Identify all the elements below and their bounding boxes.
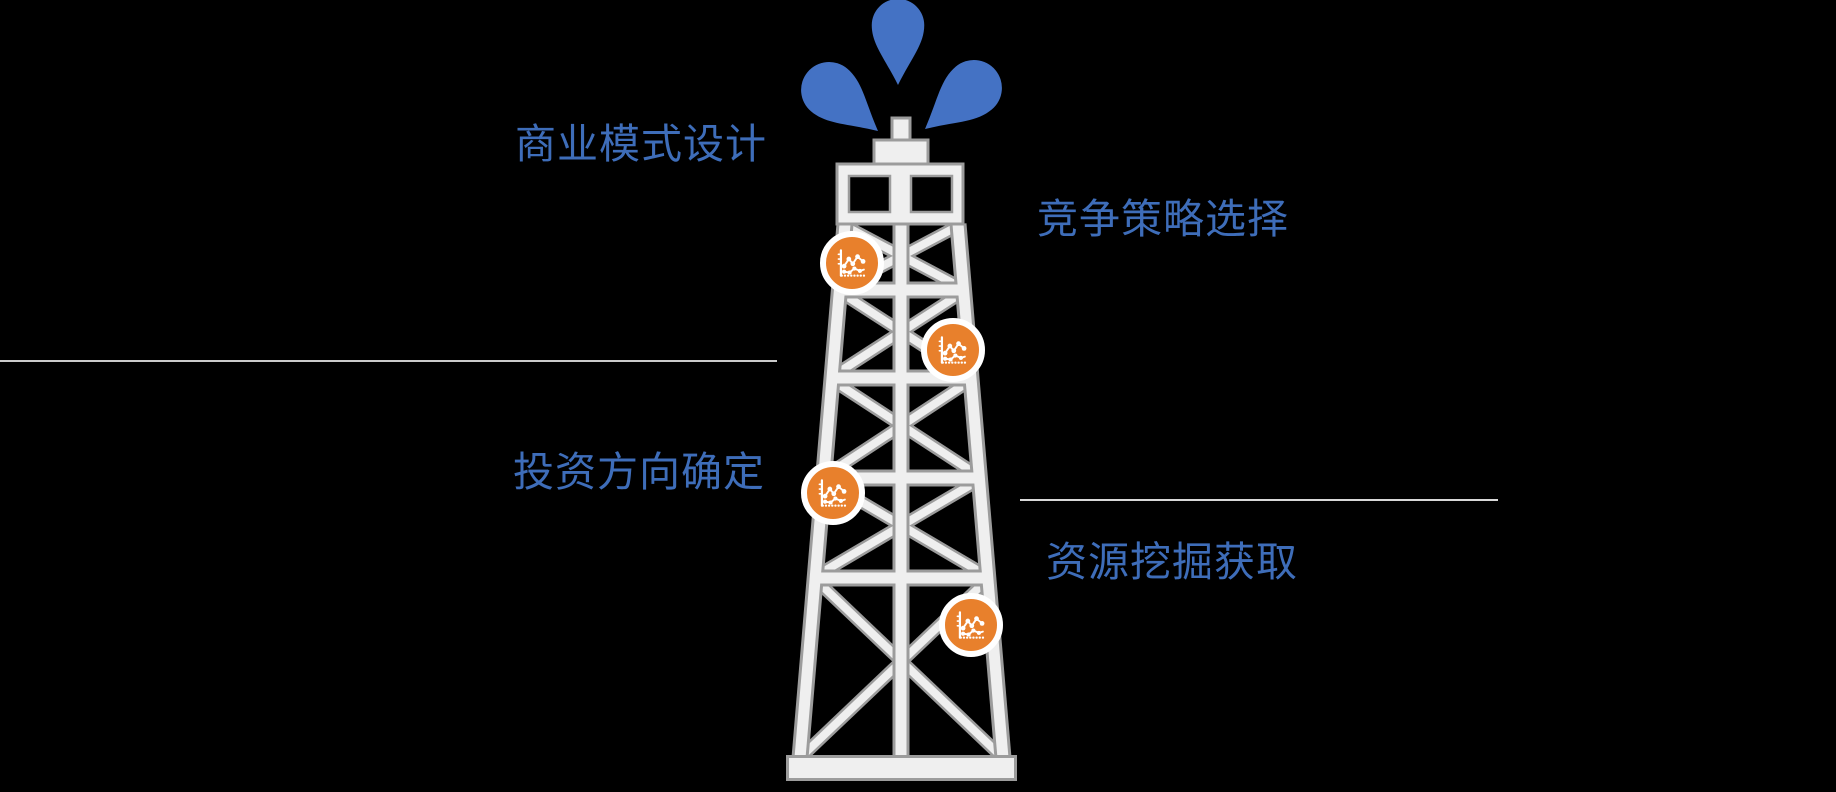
- line-chart-icon: [837, 249, 868, 277]
- line-chart-badge-4: [939, 593, 1003, 657]
- line-chart-badge-3: [801, 461, 865, 525]
- label-resource-mining-acquisition: 资源挖掘获取: [1046, 539, 1298, 585]
- line-chart-icon: [938, 336, 969, 364]
- label-business-model-design: 商业模式设计: [515, 121, 767, 167]
- divider-line-right: [1020, 499, 1498, 501]
- line-chart-icon: [818, 479, 849, 507]
- line-chart-badge-2: [921, 318, 985, 382]
- divider-line-left: [0, 360, 777, 362]
- line-chart-badge-1: [820, 231, 884, 295]
- derrick-tower: [786, 116, 1017, 781]
- label-competition-strategy-choice: 竞争策略选择: [1037, 196, 1289, 242]
- line-chart-icon: [956, 611, 987, 639]
- label-investment-direction: 投资方向确定: [513, 449, 765, 495]
